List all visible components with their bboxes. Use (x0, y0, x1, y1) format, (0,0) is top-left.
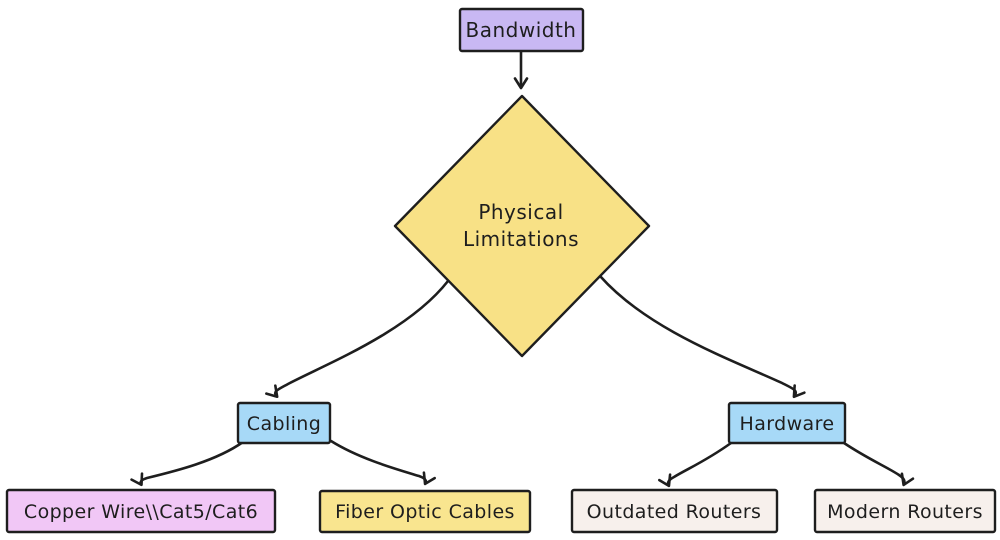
edge-cabling-to-copper (130, 440, 245, 487)
node-hardware: Hardware (727, 401, 847, 445)
modern-routers-box (813, 488, 997, 534)
outdated-routers-box (570, 488, 779, 534)
hardware-box (727, 401, 847, 445)
node-bandwidth: Bandwidth (458, 7, 585, 53)
fiber-optic-label: Fiber Optic Cables (335, 501, 515, 523)
hardware-label: Hardware (740, 413, 835, 435)
node-modern-routers: Modern Routers (813, 488, 997, 534)
edge-physical-to-hardware (598, 274, 806, 399)
cabling-box (236, 401, 332, 445)
physical-limitations-label-line1: Physical (478, 200, 563, 224)
node-physical-limitations: Physical Limitations (393, 94, 651, 358)
edge-hardware-to-modern (842, 441, 915, 487)
cabling-label: Cabling (247, 413, 321, 435)
node-fiber-optic: Fiber Optic Cables (318, 489, 532, 534)
edge-physical-to-cabling (265, 279, 450, 399)
edge-hardware-to-outdated (658, 441, 733, 488)
node-copper-wire: Copper Wire\\Cat5/Cat6 (5, 488, 277, 534)
edge-cabling-to-fiber (329, 439, 436, 486)
physical-limitations-label-line2: Limitations (463, 227, 579, 251)
copper-wire-label: Copper Wire\\Cat5/Cat6 (24, 501, 258, 523)
bandwidth-label: Bandwidth (466, 18, 577, 42)
node-outdated-routers: Outdated Routers (570, 488, 779, 534)
edges-group (130, 50, 915, 488)
physical-limitations-diamond (393, 94, 651, 358)
copper-wire-box (5, 488, 277, 534)
node-cabling: Cabling (236, 401, 332, 445)
bandwidth-box (458, 7, 585, 53)
outdated-routers-label: Outdated Routers (587, 501, 762, 523)
modern-routers-label: Modern Routers (827, 501, 983, 523)
fiber-optic-box (318, 489, 532, 534)
